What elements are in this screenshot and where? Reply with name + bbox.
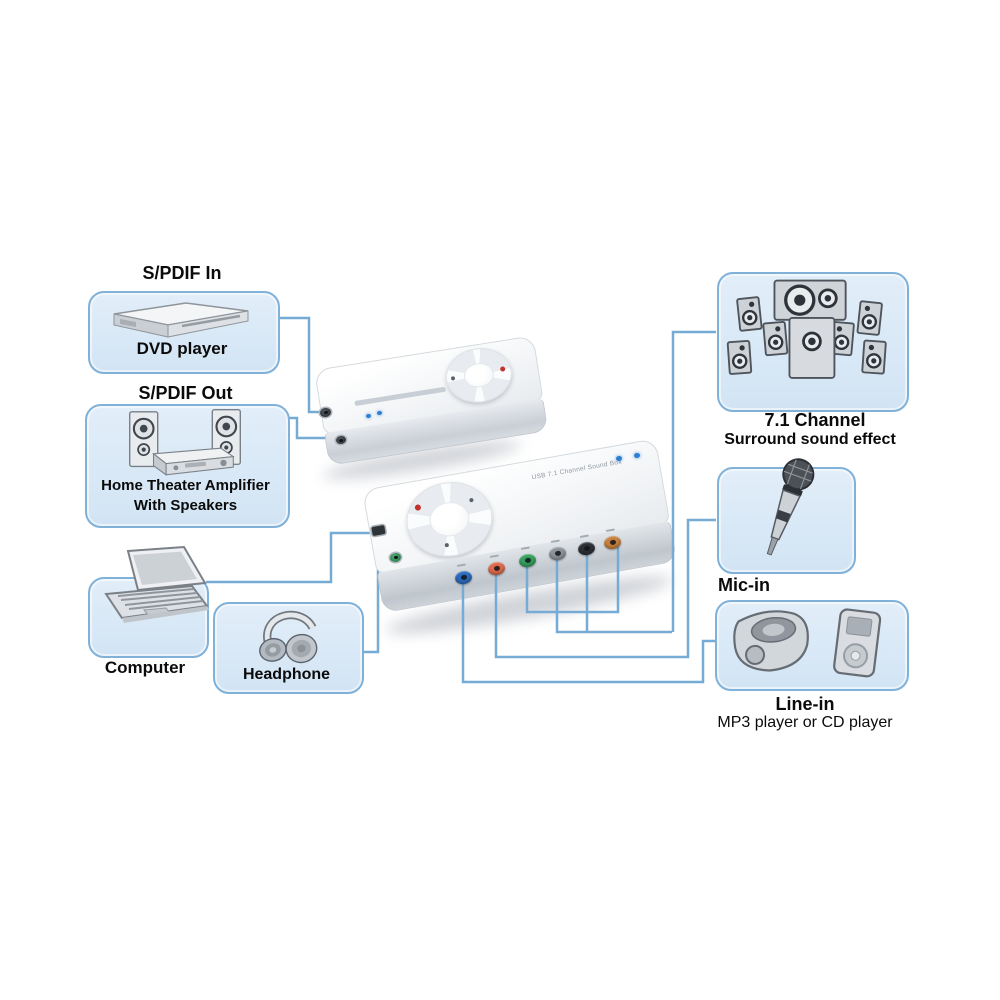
- home-theater-label-2: With Speakers: [133, 497, 238, 514]
- connector-spdif-in: [276, 316, 322, 414]
- dvd-player-icon: [113, 302, 249, 338]
- dvd-player-label: DVD player: [136, 339, 228, 358]
- spdif-in-title: S/PDIF In: [142, 263, 222, 283]
- connector-mic-in: [494, 518, 716, 659]
- connector-computer: [206, 531, 373, 584]
- surround-label-1: 7.1 Channel: [764, 410, 866, 430]
- connector-front-center-u: [525, 547, 620, 614]
- home-theater-icon: [129, 409, 241, 476]
- line-in-label: Line-in: [775, 694, 835, 714]
- surround-label-2: Surround sound effect: [724, 431, 896, 448]
- headphone-icon: [259, 610, 318, 664]
- connector-side-bus: [555, 558, 672, 634]
- laptop-icon: [104, 545, 209, 623]
- computer-label: Computer: [104, 658, 186, 677]
- surround-speakers-icon: [726, 279, 887, 379]
- line-in-sublabel: MP3 player or CD player: [717, 714, 893, 731]
- connector-surround-main: [671, 330, 716, 632]
- home-theater-label-1: Home Theater Amplifier: [101, 477, 270, 494]
- connector-line-in: [461, 581, 716, 684]
- spdif-out-title: S/PDIF Out: [138, 383, 233, 403]
- connector-spdif-out: [286, 416, 338, 440]
- mic-in-label: Mic-in: [718, 575, 770, 595]
- microphone-icon: [766, 458, 815, 556]
- mp3-cd-player-icon: [733, 608, 882, 678]
- headphone-label: Headphone: [242, 666, 331, 683]
